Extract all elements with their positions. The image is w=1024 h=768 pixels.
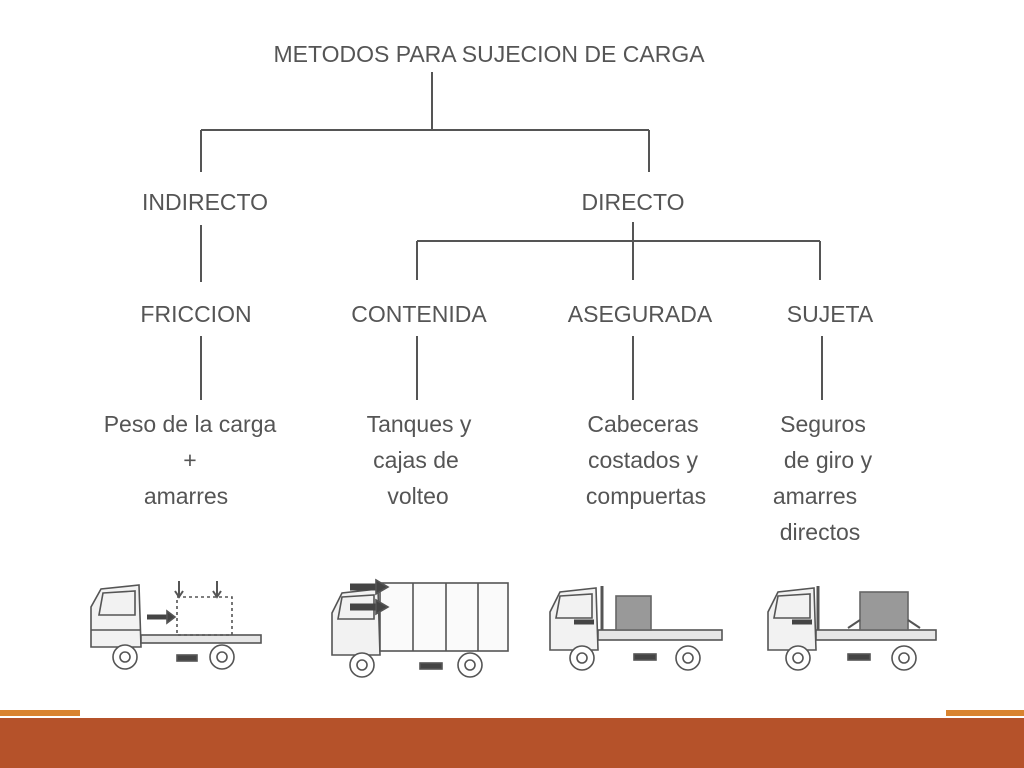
desc-sujeta-line: de giro y (784, 447, 873, 473)
desc-sujeta: Seguros de giro y amarres directos (773, 411, 873, 545)
truck-friction-icon (90, 581, 262, 670)
desc-friccion-line: Peso de la carga (104, 411, 277, 437)
truck-secured-icon (549, 586, 723, 671)
diagram-title: METODOS PARA SUJECION DE CARGA (273, 41, 705, 67)
desc-contenida-line: volteo (387, 483, 448, 509)
desc-contenida-line: Tanques y (367, 411, 472, 437)
footer-accent-right (946, 710, 1024, 716)
desc-friccion-line: + (183, 447, 196, 473)
desc-asegurada-line: compuertas (586, 483, 706, 509)
footer-bar (0, 718, 1024, 768)
truck-contained-icon (331, 578, 509, 678)
desc-contenida-line: cajas de (373, 447, 459, 473)
method-friccion: FRICCION (140, 301, 251, 327)
footer-accent-left (0, 710, 80, 716)
desc-sujeta-line: amarres (773, 483, 857, 509)
desc-sujeta-line: directos (780, 519, 861, 545)
method-asegurada: ASEGURADA (568, 301, 713, 327)
desc-contenida: Tanques y cajas de volteo (367, 411, 472, 509)
method-sujeta: SUJETA (787, 301, 874, 327)
desc-friccion-line: amarres (144, 483, 228, 509)
desc-sujeta-line: Seguros (780, 411, 866, 437)
desc-asegurada: Cabeceras costados y compuertas (586, 411, 706, 509)
desc-asegurada-line: Cabeceras (587, 411, 698, 437)
desc-asegurada-line: costados y (588, 447, 698, 473)
branch-indirecto: INDIRECTO (142, 189, 268, 215)
tree-connectors (200, 72, 823, 400)
method-contenida: CONTENIDA (351, 301, 487, 327)
desc-friccion: Peso de la carga + amarres (104, 411, 277, 509)
branch-directo: DIRECTO (581, 189, 684, 215)
truck-fastened-icon (767, 586, 937, 671)
